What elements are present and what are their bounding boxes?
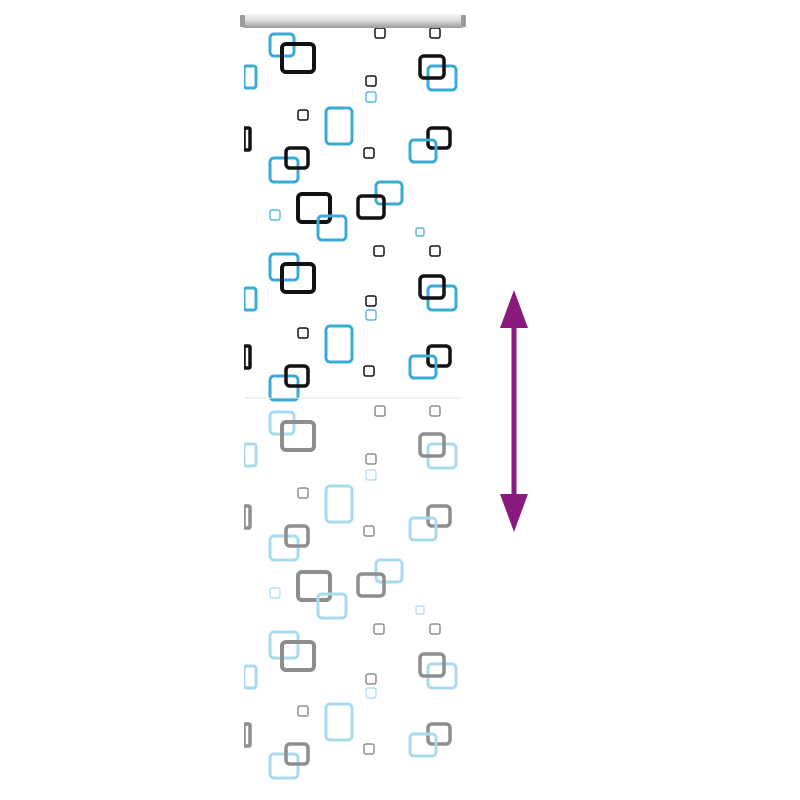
pattern-square-small — [269, 587, 281, 599]
pattern-square-blue — [268, 156, 300, 184]
pattern-square-blue — [244, 442, 258, 468]
double-arrow-vertical-icon — [500, 290, 528, 532]
pattern-square-dark — [244, 344, 252, 370]
pattern-square-dark — [356, 194, 386, 220]
pattern-square-small — [365, 309, 377, 321]
roller-end-cap — [461, 15, 466, 27]
pattern-square-dark — [356, 572, 386, 598]
pattern-square-small — [297, 109, 309, 121]
lower-blind-panel — [244, 405, 458, 780]
pattern-square-dark — [284, 146, 310, 170]
pattern-square-small — [365, 687, 377, 699]
pattern-square-blue — [324, 106, 354, 146]
pattern-square-dark — [418, 274, 446, 300]
pattern-square-small — [297, 327, 309, 339]
pattern-square-small — [373, 623, 385, 635]
pattern-square-dark — [280, 420, 316, 452]
pattern-square-blue — [324, 702, 354, 742]
pattern-square-dark — [418, 432, 446, 458]
pattern-square-blue — [374, 180, 404, 206]
pattern-square-dark — [244, 504, 252, 530]
pattern-square-small — [365, 673, 377, 685]
pattern-square-small — [429, 623, 441, 635]
pattern-square-blue — [268, 752, 300, 780]
pattern-square-blue — [268, 374, 300, 402]
pattern-square-dark — [426, 504, 452, 528]
pattern-square-blue — [244, 664, 258, 690]
pattern-square-small — [365, 91, 377, 103]
pattern-square-dark — [244, 126, 252, 152]
pattern-square-blue — [374, 558, 404, 584]
upper-blind-panel — [244, 27, 458, 402]
pattern-square-blue — [324, 324, 354, 364]
pattern-square-small — [415, 605, 425, 615]
pattern-square-dark — [284, 524, 310, 548]
pattern-square-blue — [408, 354, 438, 380]
pattern-square-blue — [268, 534, 300, 562]
pattern-square-small — [365, 75, 377, 87]
pattern-square-small — [374, 405, 386, 417]
pattern-square-blue — [324, 484, 354, 524]
pattern-square-small — [415, 227, 425, 237]
pattern-square-small — [429, 405, 441, 417]
pattern-square-dark — [244, 722, 252, 748]
pattern-square-small — [297, 487, 309, 499]
roller-end-cap — [240, 15, 245, 27]
pattern-square-small — [363, 147, 375, 159]
pattern-square-small — [363, 365, 375, 377]
pattern-square-small — [373, 245, 385, 257]
pattern-square-small — [365, 453, 377, 465]
pattern-square-dark — [426, 126, 452, 150]
pattern-square-small — [297, 705, 309, 717]
pattern-square-dark — [284, 364, 310, 388]
pattern-square-dark — [284, 742, 310, 766]
pattern-square-blue — [244, 64, 258, 90]
pattern-square-blue — [408, 138, 438, 164]
pattern-square-dark — [296, 570, 332, 602]
pattern-square-blue — [316, 214, 348, 242]
pattern-square-small — [429, 245, 441, 257]
pattern-square-dark — [280, 262, 316, 294]
pattern-square-dark — [280, 640, 316, 672]
pattern-square-dark — [418, 54, 446, 80]
pattern-square-blue — [408, 732, 438, 758]
pattern-square-blue — [408, 516, 438, 542]
pattern-square-small — [365, 295, 377, 307]
pattern-square-dark — [280, 42, 316, 74]
pattern-square-small — [363, 743, 375, 755]
pattern-square-blue — [316, 592, 348, 620]
roller-tube — [242, 14, 464, 28]
pattern-square-dark — [296, 192, 332, 224]
pattern-square-small — [363, 525, 375, 537]
pattern-square-small — [365, 469, 377, 481]
pattern-square-small — [269, 209, 281, 221]
pattern-square-dark — [418, 652, 446, 678]
pattern-square-blue — [244, 286, 258, 312]
